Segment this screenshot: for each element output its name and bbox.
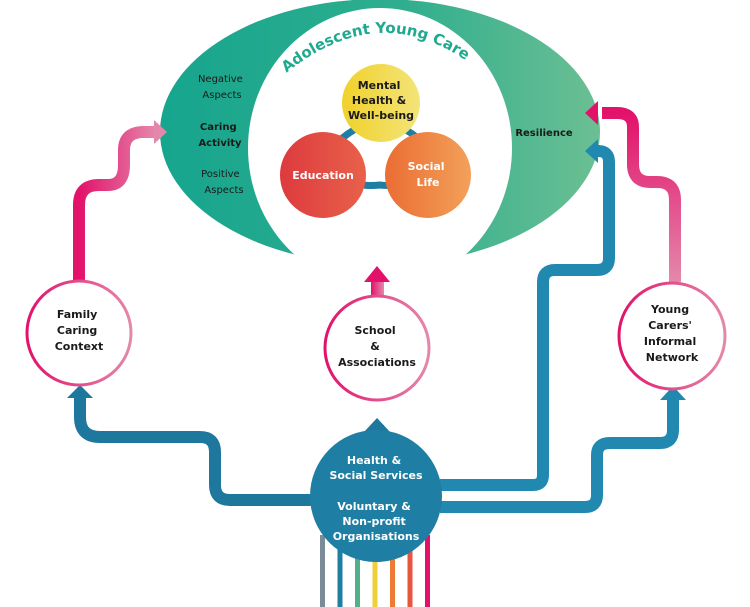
label-voluntary-organisations: Voluntary & Non-profit Organisations <box>333 500 420 543</box>
label-caring-activity: Caring Activity <box>198 122 242 149</box>
svg-text:Young Carers' Info: Young Carers' Informal Network <box>644 303 700 364</box>
stripe <box>355 535 360 607</box>
context-school[interactable]: School & Associations <box>323 294 431 402</box>
service-stripes <box>320 535 430 607</box>
label-resilience: Resilience <box>515 128 573 139</box>
stripe <box>337 535 343 607</box>
arrow-services-to-carer <box>440 139 615 491</box>
stripe <box>390 535 395 607</box>
label-negative-aspects: Negative Aspects <box>198 74 246 101</box>
svg-text:Family Caring Cont: Family Caring Context <box>55 308 104 353</box>
svg-text:Mental Health & We: Mental Health & Well-being <box>348 79 414 122</box>
stripe <box>407 535 413 607</box>
svg-text:School & Associati: School & Associations <box>338 324 416 369</box>
mask-bottom <box>248 248 512 274</box>
arrow-services-to-network <box>440 386 686 513</box>
context-family[interactable]: Family Caring Context <box>25 279 133 387</box>
label-health-social-services: Health & Social Services <box>329 454 423 482</box>
services-hub[interactable]: Health & Social Services Voluntary & Non… <box>310 430 442 562</box>
stripe <box>425 535 430 607</box>
svg-text:Social Life: Social Life <box>408 160 449 189</box>
arrow-network-to-carer <box>585 101 681 282</box>
arrow-services-to-family <box>67 385 320 506</box>
label-positive-aspects: Positive Aspects <box>201 169 243 196</box>
arrow-family-to-carer <box>73 120 167 280</box>
stripe <box>372 535 378 607</box>
domain-education[interactable]: Education <box>280 132 366 218</box>
domain-social-life[interactable]: Social Life <box>385 132 471 218</box>
domain-mental-health[interactable]: Mental Health & Well-being <box>342 64 420 142</box>
stripe <box>320 535 325 607</box>
context-network[interactable]: Young Carers' Informal Network <box>617 281 727 391</box>
svg-text:Education: Education <box>292 169 354 182</box>
